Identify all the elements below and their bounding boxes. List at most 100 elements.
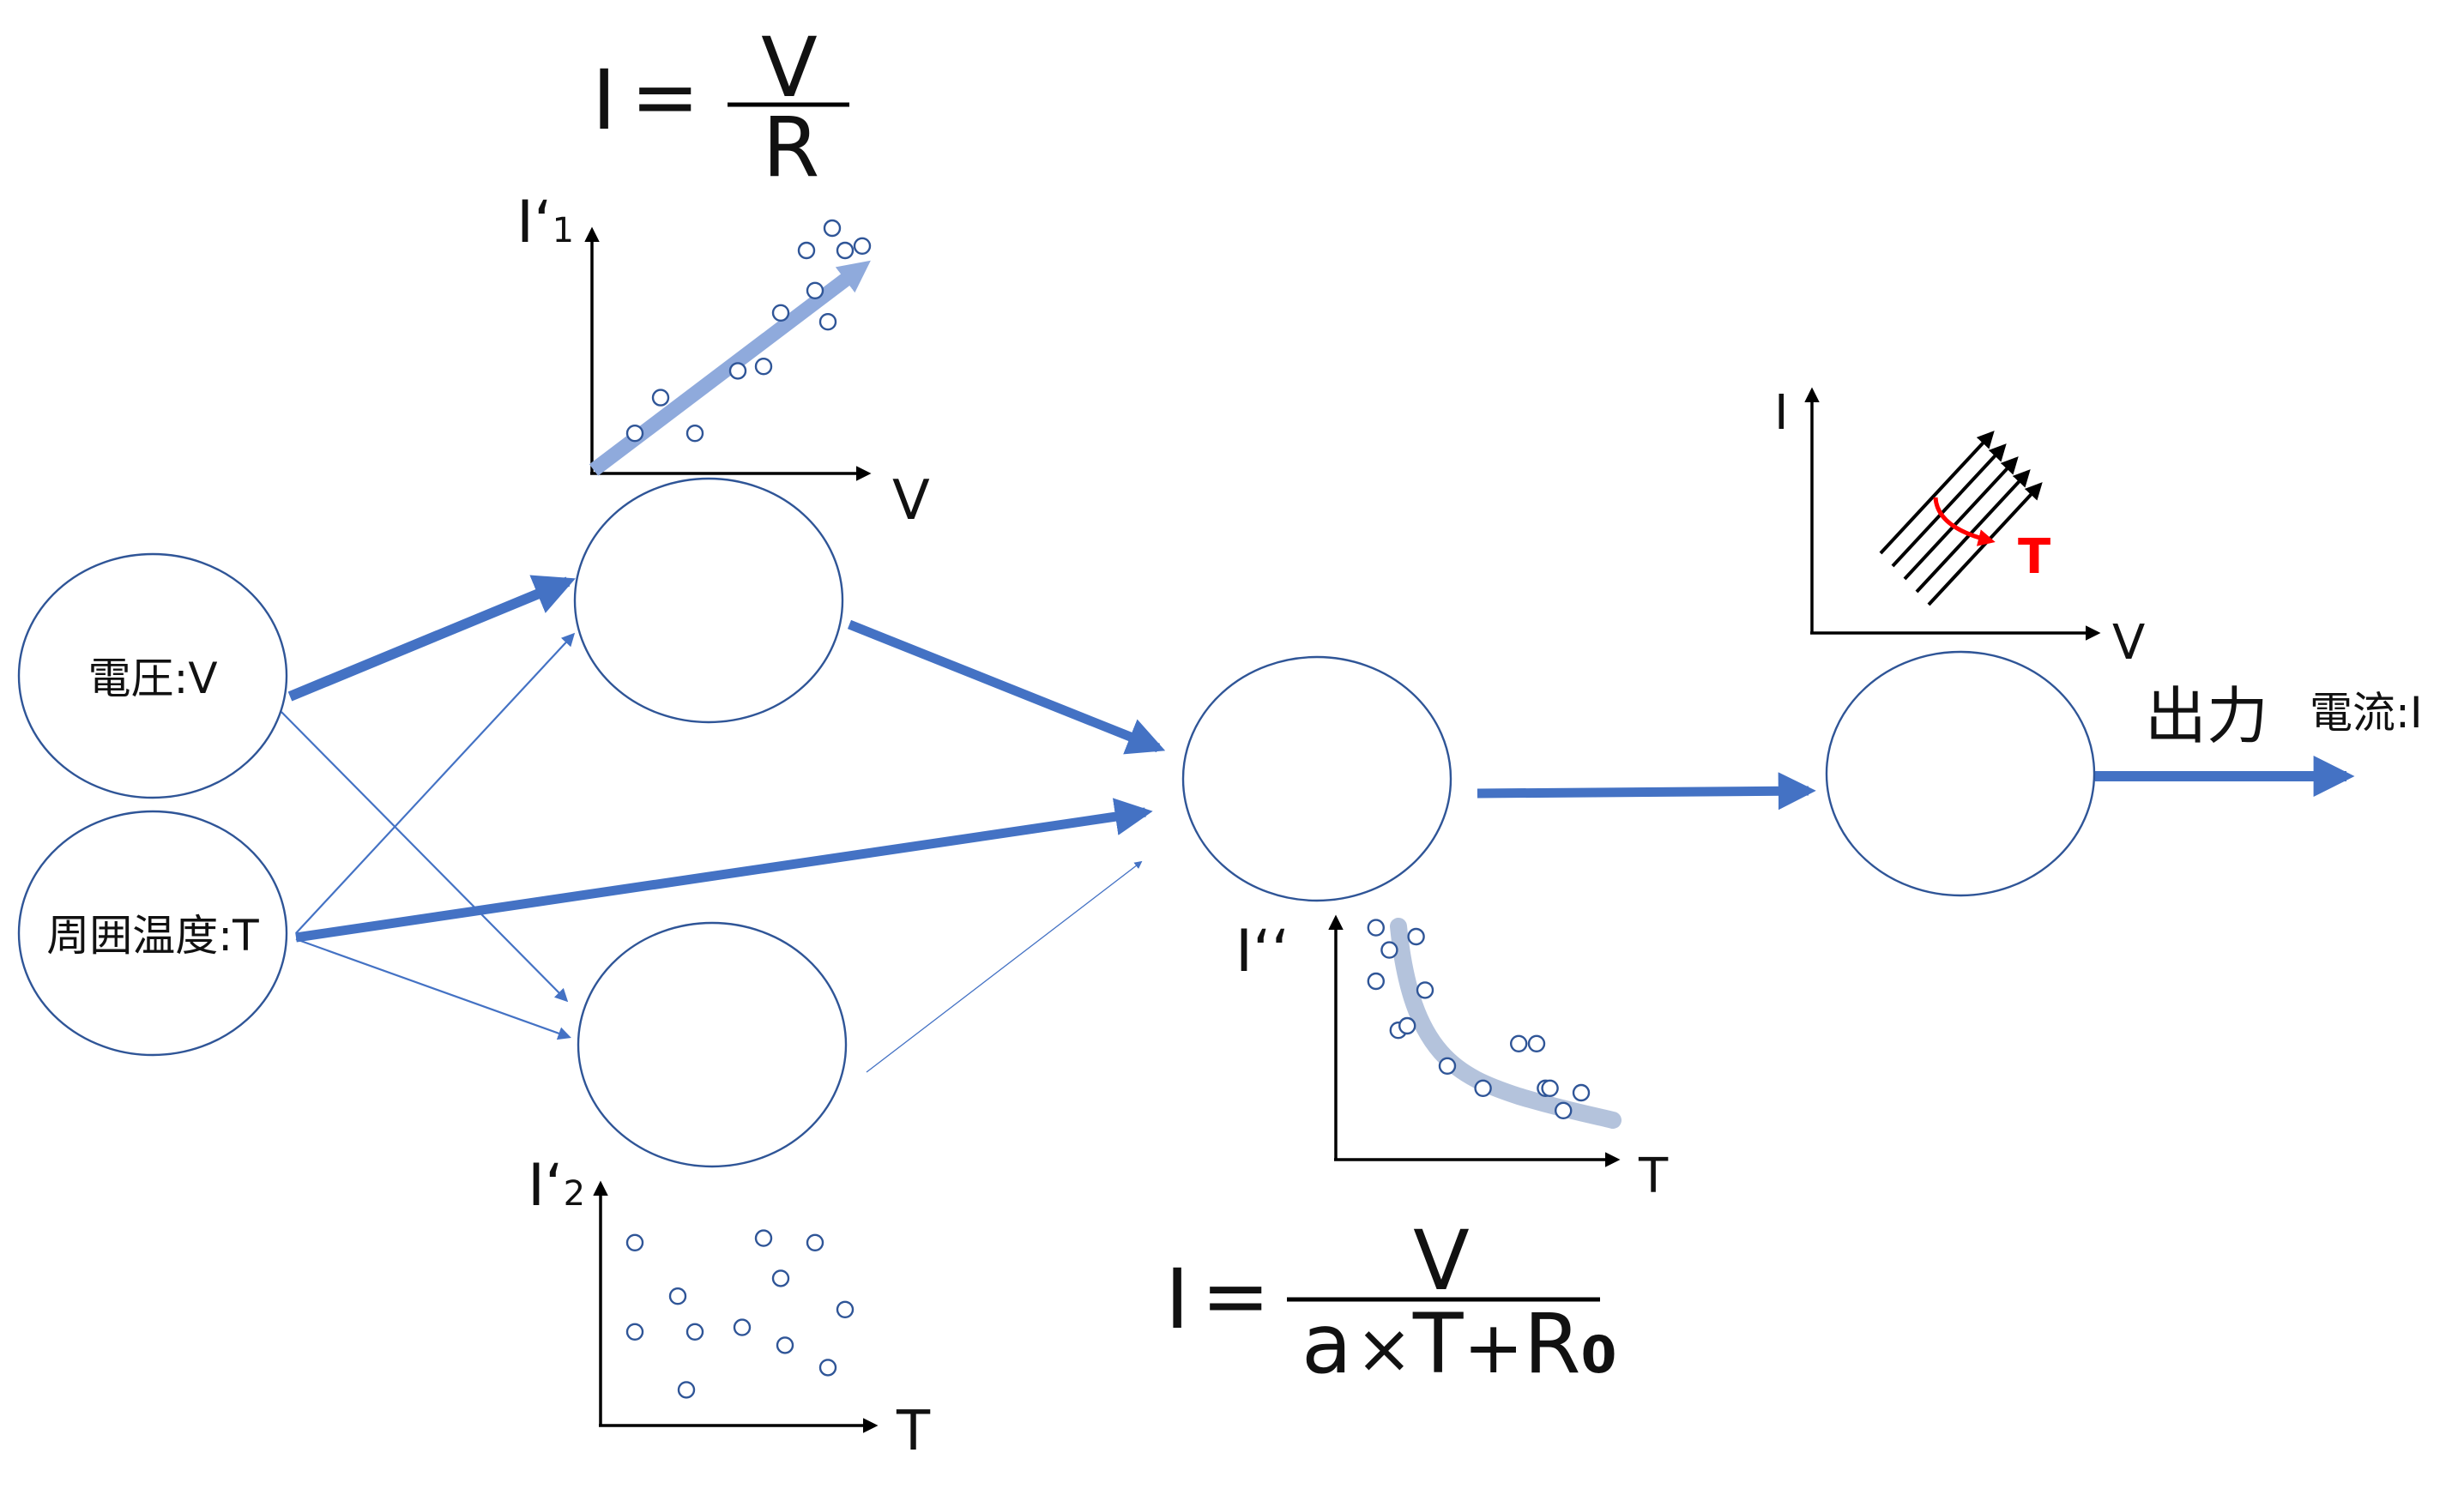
nodes xyxy=(17,477,2096,1168)
plot-it-scatter: I‘2 T xyxy=(528,1152,931,1463)
plot-out-line-3 xyxy=(1903,456,2019,581)
edge-voltage-hidden2 xyxy=(281,711,569,1003)
plot-output-iv: T I V xyxy=(1774,385,2145,671)
formula-bottom-r-subscript: 0 xyxy=(1581,1325,1617,1385)
plot-iv-point xyxy=(797,241,816,260)
plot-inv-point xyxy=(1572,1083,1591,1102)
plot-inv-point xyxy=(1541,1079,1559,1098)
node-voltage-input xyxy=(17,552,288,799)
plot-inv-point xyxy=(1367,919,1386,937)
edge-hidden3-hidden4 xyxy=(1477,772,1816,811)
plot-it-point xyxy=(806,1233,824,1252)
edge-hidden1-hidden3 xyxy=(847,619,1166,755)
plot-out-line-4 xyxy=(1915,469,2031,594)
formula-bottom-r: R xyxy=(1524,1296,1581,1392)
plot-it-point xyxy=(754,1229,773,1247)
plot-iv-point xyxy=(625,425,644,443)
formula-top-numerator: V xyxy=(761,20,818,116)
plot-inv-y-label: I‘‘ xyxy=(1235,918,1289,986)
plot-inv-point xyxy=(1416,981,1434,999)
plot-it-inverse: I‘‘ T xyxy=(1235,914,1669,1204)
plot-iv-y-label-main: I‘ xyxy=(516,189,553,256)
formula-bottom-lhs: I xyxy=(1165,1251,1189,1347)
plot-inv-point xyxy=(1398,1016,1416,1035)
plot-inv-points xyxy=(1367,919,1591,1120)
plot-it-point xyxy=(625,1323,644,1341)
output-current-label: 電流:I xyxy=(2310,688,2423,738)
node-hidden-2 xyxy=(577,921,848,1168)
formula-bottom-a: a xyxy=(1301,1296,1352,1392)
formula-top-eq: = xyxy=(631,49,699,145)
plot-out-temperature-arrow xyxy=(1933,497,1996,546)
plot-inv-point xyxy=(1509,1034,1528,1053)
formula-ohms-law: I = V R xyxy=(592,20,849,196)
plot-iv-y-label: I‘1 xyxy=(516,189,574,256)
formula-bottom-denominator: a×T+R0 xyxy=(1301,1296,1616,1392)
formula-top-lhs: I xyxy=(592,52,616,148)
connections xyxy=(281,575,2355,1073)
plot-inv-point xyxy=(1380,941,1398,959)
plot-it-point xyxy=(625,1233,644,1252)
plot-iv-point xyxy=(823,219,842,238)
plot-it-point xyxy=(776,1336,794,1354)
plot-inv-trend-curve xyxy=(1390,918,1622,1129)
plot-it-x-label: T xyxy=(896,1400,931,1463)
plot-out-line-2 xyxy=(1891,443,2007,568)
output-label: 出力 xyxy=(2145,680,2268,752)
formula-bottom-eq: = xyxy=(1201,1248,1270,1344)
formula-bottom-plus: + xyxy=(1464,1305,1524,1389)
voltage-input-label: 電圧:V xyxy=(88,654,217,703)
plot-out-lines xyxy=(1879,431,2043,606)
node-temperature-input xyxy=(17,810,288,1057)
plot-it-point xyxy=(677,1381,696,1399)
formula-temperature-model: I = V a×T+R0 xyxy=(1165,1213,1616,1392)
edge-temperature-hidden2 xyxy=(295,937,571,1040)
plot-iv-point xyxy=(806,281,824,299)
plot-it-point xyxy=(668,1287,687,1305)
plot-iv-point xyxy=(836,241,855,260)
plot-out-y-label: I xyxy=(1774,385,1789,441)
node-hidden-4 xyxy=(1825,650,2096,897)
plot-iv-point xyxy=(853,237,872,255)
plot-inv-point xyxy=(1407,927,1425,946)
plot-it-point xyxy=(836,1300,855,1319)
edge-temperature-hidden3 xyxy=(295,798,1153,943)
plot-iv-point xyxy=(754,358,773,376)
plot-out-line-1 xyxy=(1879,431,1995,555)
plot-iv-point xyxy=(651,389,670,407)
edge-temperature-hidden1 xyxy=(295,632,576,934)
plot-it-points xyxy=(625,1229,855,1399)
formula-bottom-times: × xyxy=(1356,1309,1413,1389)
plot-it-y-label-sub: 2 xyxy=(564,1174,585,1214)
plot-out-x-label: V xyxy=(2112,615,2145,671)
formula-bottom-t: T xyxy=(1412,1296,1464,1392)
node-hidden-1 xyxy=(573,477,844,724)
plot-iv-point xyxy=(818,313,837,331)
plot-inv-x-label: T xyxy=(1638,1148,1669,1204)
edge-hidden2-hidden3 xyxy=(866,860,1143,1073)
plot-out-temperature-label: T xyxy=(2018,529,2050,585)
temperature-input-label: 周囲温度:T xyxy=(46,911,259,961)
node-hidden-3 xyxy=(1181,655,1452,902)
plot-it-point xyxy=(685,1323,704,1341)
plot-it-point xyxy=(771,1269,790,1287)
plot-iv-points xyxy=(625,219,872,443)
plot-iv-point xyxy=(728,362,747,380)
plot-it-y-label: I‘2 xyxy=(528,1152,585,1220)
edge-voltage-hidden1 xyxy=(287,575,576,702)
plot-it-point xyxy=(733,1318,752,1336)
plot-inv-point xyxy=(1474,1079,1492,1098)
plot-inv-point xyxy=(1438,1057,1457,1076)
plot-iv-linear: I‘1 V xyxy=(516,189,930,533)
plot-inv-point xyxy=(1367,972,1386,991)
plot-iv-point xyxy=(771,304,790,322)
plot-inv-point xyxy=(1554,1101,1573,1120)
plot-iv-y-label-sub: 1 xyxy=(553,211,574,250)
formula-bottom-numerator: V xyxy=(1413,1213,1470,1309)
plot-inv-point xyxy=(1527,1034,1546,1053)
plot-iv-x-label: V xyxy=(892,469,930,533)
plot-it-point xyxy=(818,1359,837,1377)
plot-iv-point xyxy=(685,425,704,443)
formula-top-denominator: R xyxy=(763,99,820,196)
